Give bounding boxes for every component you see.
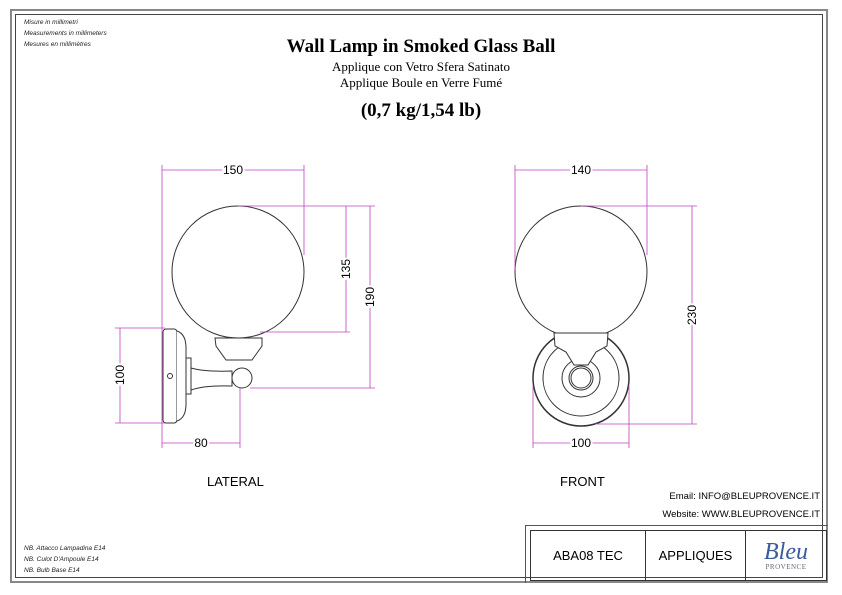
weight: (0,7 kg/1,54 lb) [360,100,482,121]
drawing-frame-outer [10,9,828,583]
lateral-globe [171,205,305,339]
lateral-arm [190,367,233,391]
contact-email: Email: INFO@BLEUPROVENCE.IT [669,491,820,502]
lateral-dimensions [115,165,375,448]
product-category: APPLIQUES [646,531,746,580]
brand-logo: Bleu PROVENCE [746,531,826,580]
lateral-collar [185,357,192,395]
units-note-fr: Mesures en millimètres [24,41,91,48]
front-socket-inner [570,367,592,389]
lateral-wall-plate [162,328,178,424]
title-block: ABA08 TEC APPLIQUES Bleu PROVENCE [530,530,827,581]
dim-lateral-globe: 135 [339,259,353,279]
dim-lateral-height: 190 [363,287,377,307]
dim-front-plate: 100 [571,436,591,450]
page-title: Wall Lamp in Smoked Glass Ball [286,36,556,57]
lateral-holder [214,337,263,361]
units-note-it: Misure in millimetri [24,19,78,26]
dim-lateral-plate: 100 [113,365,127,385]
lateral-view [162,205,305,424]
subtitle-italian: Applique con Vetro Sfera Satinato [331,59,511,74]
note-fr: NB. Culot D'Ampoule E14 [24,556,99,563]
logo-sub: PROVENCE [765,562,807,571]
dim-front-height: 230 [685,305,699,325]
front-socket [568,365,594,391]
lateral-ball [231,367,253,389]
dim-front-width: 140 [571,163,591,177]
dim-lateral-depth: 80 [194,436,208,450]
units-note: Misure in millimetri Measurements in mil… [24,17,107,50]
product-code: ABA08 TEC [531,531,646,580]
drawing-frame-inner [15,14,823,578]
subtitle-french: Applique Boule en Verre Fumé [339,75,503,90]
units-note-en: Measurements in millimeters [24,30,107,37]
lateral-plate-dome [176,330,187,422]
front-globe [514,205,648,339]
front-holder [553,332,609,366]
title-block-frame [525,525,828,583]
note-it: NB. Attacco Lampadina E14 [24,545,106,552]
front-view-label: FRONT [560,474,605,489]
bulb-notes: NB. Attacco Lampadina E14 NB. Culot D'Am… [24,543,105,576]
front-dimensions [514,165,697,448]
contact-website: Website: WWW.BLEUPROVENCE.IT [662,509,820,520]
lateral-view-label: LATERAL [207,474,264,489]
note-en: NB. Bulb Base E14 [24,567,80,574]
lateral-screw [167,373,173,379]
dim-lateral-width: 150 [223,163,243,177]
front-view [514,205,648,427]
logo-main: Bleu [764,538,808,565]
